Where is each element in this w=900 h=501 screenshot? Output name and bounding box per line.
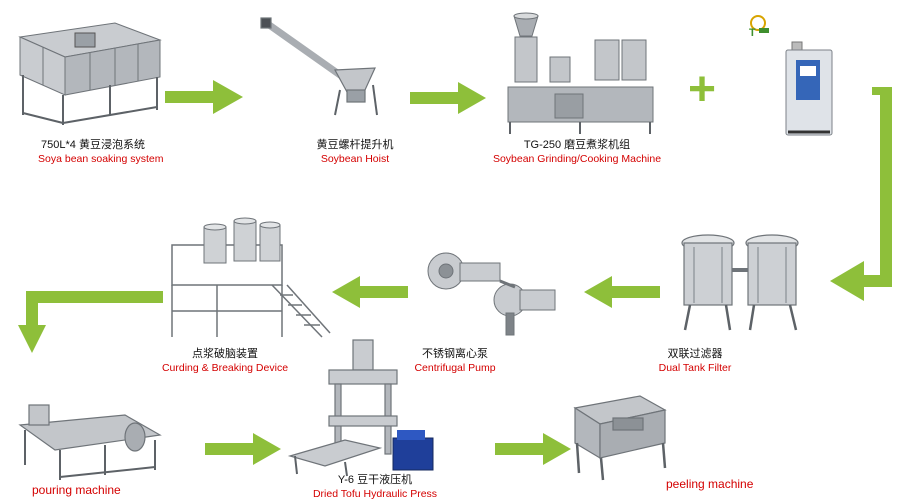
brand-logo-icon: T bbox=[749, 15, 769, 38]
flow-arrow-pump-to-curding bbox=[332, 276, 408, 308]
soaking-system-image bbox=[18, 22, 162, 125]
steam-boiler-image bbox=[785, 41, 833, 136]
soybean-hoist-image bbox=[260, 17, 378, 116]
caption-grinding: TG-250 磨豆煮浆机组 Soybean Grinding/Cooking M… bbox=[492, 138, 662, 166]
hydraulic-press-image bbox=[287, 339, 434, 477]
curding-title-en: Curding & Breaking Device bbox=[161, 362, 289, 374]
peeling-title-en: peeling machine bbox=[666, 477, 754, 491]
pump-title-cn: 不锈钢离心泵 bbox=[422, 348, 488, 360]
plus-sign: + bbox=[688, 63, 717, 116]
pouring-title-en: pouring machine bbox=[32, 483, 121, 497]
centrifugal-pump-image bbox=[427, 252, 556, 336]
soaking-title-en: Soya bean soaking system bbox=[38, 153, 164, 165]
flow-arrow-curding-to-pouring bbox=[18, 291, 163, 353]
svg-text:T: T bbox=[749, 27, 756, 38]
pump-title-en: Centrifugal Pump bbox=[414, 362, 496, 374]
flow-arrow-soaking-to-hoist bbox=[165, 80, 243, 114]
grinding-title-en: Soybean Grinding/Cooking Machine bbox=[492, 153, 662, 165]
flow-arrow-press-to-peeling bbox=[495, 433, 571, 465]
curding-breaking-device-image bbox=[171, 217, 331, 338]
grinding-cooking-machine-image bbox=[507, 12, 654, 134]
dual-tank-filter-image bbox=[681, 234, 799, 331]
flow-arrow-filter-to-pump bbox=[584, 276, 660, 308]
hoist-title-en: Soybean Hoist bbox=[320, 153, 390, 165]
caption-filter: 双联过滤器 Dual Tank Filter bbox=[640, 347, 750, 375]
caption-soaking: 750L*4 黄豆浸泡系统 Soya bean soaking system bbox=[38, 138, 164, 166]
soaking-title-cn: 750L*4 黄豆浸泡系统 bbox=[41, 139, 145, 151]
press-title-cn: Y-6 豆干液压机 bbox=[337, 474, 413, 486]
caption-hoist: 黄豆螺杆提升机 Soybean Hoist bbox=[300, 138, 410, 166]
hoist-title-cn: 黄豆螺杆提升机 bbox=[316, 139, 394, 151]
peeling-machine-image bbox=[573, 395, 667, 481]
pouring-machine-image bbox=[18, 404, 162, 480]
flow-arrow-hoist-to-grinding bbox=[410, 82, 486, 114]
caption-press: Y-6 豆干液压机 Dried Tofu Hydraulic Press bbox=[305, 473, 445, 501]
flow-arrow-pouring-to-press bbox=[205, 433, 281, 465]
caption-peeling: peeling machine bbox=[666, 475, 786, 493]
flow-arrow-boiler-to-filter bbox=[830, 87, 892, 301]
caption-curding: 点浆破脑装置 Curding & Breaking Device bbox=[160, 347, 290, 375]
caption-pump: 不锈钢离心泵 Centrifugal Pump bbox=[395, 347, 515, 375]
curding-title-cn: 点浆破脑装置 bbox=[192, 348, 258, 360]
filter-title-cn: 双联过滤器 bbox=[667, 348, 723, 360]
filter-title-en: Dual Tank Filter bbox=[658, 362, 732, 374]
caption-pouring: pouring machine bbox=[32, 481, 152, 499]
press-title-en: Dried Tofu Hydraulic Press bbox=[312, 488, 438, 500]
grinding-title-cn: TG-250 磨豆煮浆机组 bbox=[523, 139, 631, 151]
